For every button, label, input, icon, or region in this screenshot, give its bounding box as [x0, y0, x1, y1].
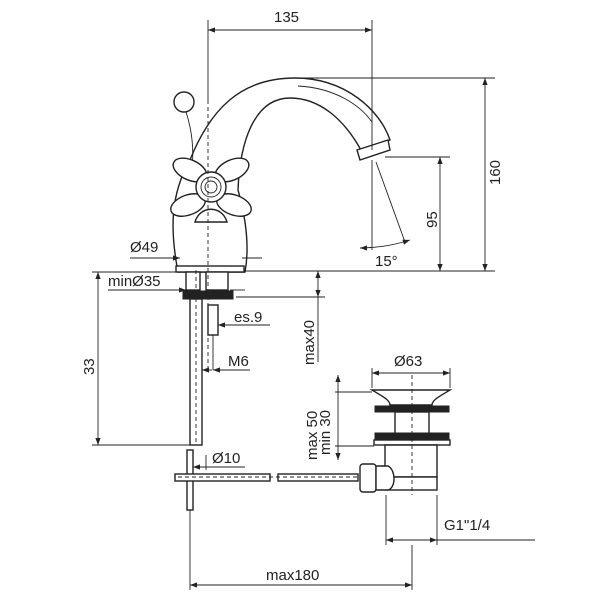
dim-min-d35: minØ35: [108, 273, 161, 290]
dim-min30: min 30: [317, 410, 334, 455]
dim-95: 95: [424, 211, 441, 228]
dim-max180: max180: [266, 567, 319, 584]
cross-handle: [170, 157, 252, 223]
pull-rod: [174, 449, 375, 511]
dim-es9: es.9: [234, 309, 262, 326]
dim-g1-1-4: G1"1/4: [444, 517, 490, 534]
dim-d63: Ø63: [394, 353, 422, 370]
dim-33: 33: [81, 358, 98, 375]
dim-m6: M6: [228, 353, 249, 370]
lever-knob: [173, 91, 195, 113]
dimension-lines: [92, 20, 535, 590]
dim-d10: Ø10: [212, 450, 240, 467]
waste-valve: [359, 375, 453, 495]
dim-max50: max 50: [304, 411, 321, 460]
dim-15deg: 15°: [375, 253, 398, 270]
dim-d49: Ø49: [130, 239, 158, 256]
dim-max40: max40: [301, 320, 318, 365]
dim-135: 135: [274, 9, 299, 26]
faucet: [170, 77, 391, 446]
dim-160: 160: [487, 160, 504, 185]
